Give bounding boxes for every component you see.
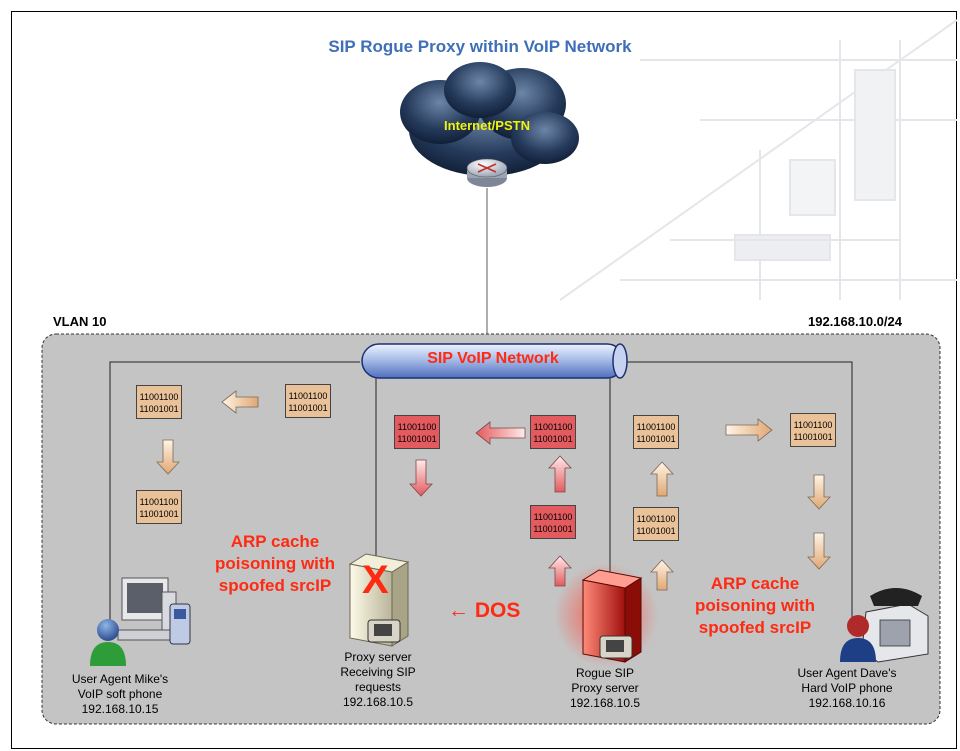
caption-line: 192.168.10.16 (808, 696, 886, 710)
sip-voip-network-bus (361, 343, 628, 379)
arp-line: ARP cache (230, 532, 320, 551)
telephone-icon (599, 635, 633, 659)
x-mark: X (362, 558, 389, 602)
packet-bits: 11001100 (533, 422, 573, 432)
arp-line: poisoning with (695, 596, 815, 615)
packet-bits: 11001100 (793, 420, 833, 430)
packet-bits: 11001100 (636, 422, 676, 432)
dos-label: ← DOS (448, 599, 521, 622)
user-icon (840, 615, 876, 662)
dave-caption: User Agent Dave's Hard VoIP phone 192.16… (772, 666, 922, 711)
rogue-proxy-server-icon (554, 563, 658, 667)
caption-line: Receiving SIP (340, 665, 416, 679)
caption-line: Proxy server (344, 650, 412, 664)
internet-cloud-icon (400, 62, 579, 176)
rogue-caption: Rogue SIP Proxy server 192.168.10.5 (540, 666, 670, 711)
packet-bits: 11001100 (533, 512, 573, 522)
packet-bits: 11001001 (636, 526, 676, 536)
circuit-background-decoration (559, 19, 958, 301)
caption-line: requests (354, 680, 402, 694)
network-links (109, 361, 853, 636)
packet-block-rogue: 11001100 11001001 (394, 415, 440, 449)
packet-bits: 11001100 (288, 391, 328, 401)
packet-bits: 11001001 (139, 404, 179, 414)
caption-line: 192.168.10.15 (81, 702, 159, 716)
caption-line: User Agent Mike's (71, 672, 169, 686)
caption-line: Hard VoIP phone (801, 681, 893, 695)
hard-phone-icon (840, 588, 929, 663)
packet-bits: 11001001 (533, 524, 573, 534)
diagram-title: SIP Rogue Proxy within VoIP Network (328, 37, 632, 56)
arp-poisoning-label-left: ARP cache poisoning with spoofed srcIP (200, 531, 350, 597)
arp-line: spoofed srcIP (218, 576, 332, 595)
arp-line: poisoning with (215, 554, 335, 573)
user-icon (90, 619, 126, 666)
vlan-label: VLAN 10 (53, 314, 107, 329)
vlan-zone (41, 333, 941, 725)
caption-line: User Agent Dave's (797, 666, 897, 680)
proxy-caption: Proxy server Receiving SIP requests 192.… (308, 650, 448, 710)
packet-bits: 11001001 (397, 434, 437, 444)
packet-block: 11001100 11001001 (285, 384, 331, 418)
packet-bits: 11001001 (636, 434, 676, 444)
caption-line: 192.168.10.5 (342, 695, 414, 709)
packet-bits: 11001001 (288, 403, 328, 413)
arp-line: spoofed srcIP (698, 618, 812, 637)
caption-line: Proxy server (571, 681, 639, 695)
packet-block: 11001100 11001001 (136, 385, 182, 419)
caption-line: VoIP soft phone (77, 687, 163, 701)
arp-line: ARP cache (710, 574, 800, 593)
telephone-icon (367, 619, 401, 643)
arp-poisoning-label-right: ARP cache poisoning with spoofed srcIP (680, 573, 830, 639)
caption-line: Rogue SIP (575, 666, 635, 680)
packet-block-rogue: 11001100 11001001 (530, 505, 576, 539)
cloud-label: Internet/PSTN (444, 118, 530, 133)
packet-block: 11001100 11001001 (136, 490, 182, 524)
packet-block: 11001100 11001001 (633, 507, 679, 541)
subnet-label: 192.168.10.0/24 (808, 314, 902, 329)
packet-bits: 11001100 (636, 514, 676, 524)
packet-block-rogue: 11001100 11001001 (530, 415, 576, 449)
dave-flow-arrows (650, 418, 831, 591)
bus-label: SIP VoIP Network (427, 350, 559, 367)
packet-bits: 11001100 (139, 497, 179, 507)
mike-flow-arrows (156, 390, 259, 475)
packet-block: 11001100 11001001 (790, 413, 836, 447)
soft-phone-workstation-icon (90, 577, 191, 666)
packet-bits: 11001100 (397, 422, 437, 432)
packet-bits: 11001100 (139, 392, 179, 402)
proxy-server-icon (348, 553, 410, 647)
mike-caption: User Agent Mike's VoIP soft phone 192.16… (40, 672, 200, 717)
router-icon (466, 158, 508, 187)
packet-bits: 11001001 (139, 509, 179, 519)
caption-line: 192.168.10.5 (569, 696, 641, 710)
packet-bits: 11001001 (533, 434, 573, 444)
rogue-flow-arrows (409, 421, 572, 587)
packet-block: 11001100 11001001 (633, 415, 679, 449)
packet-bits: 11001001 (793, 432, 833, 442)
